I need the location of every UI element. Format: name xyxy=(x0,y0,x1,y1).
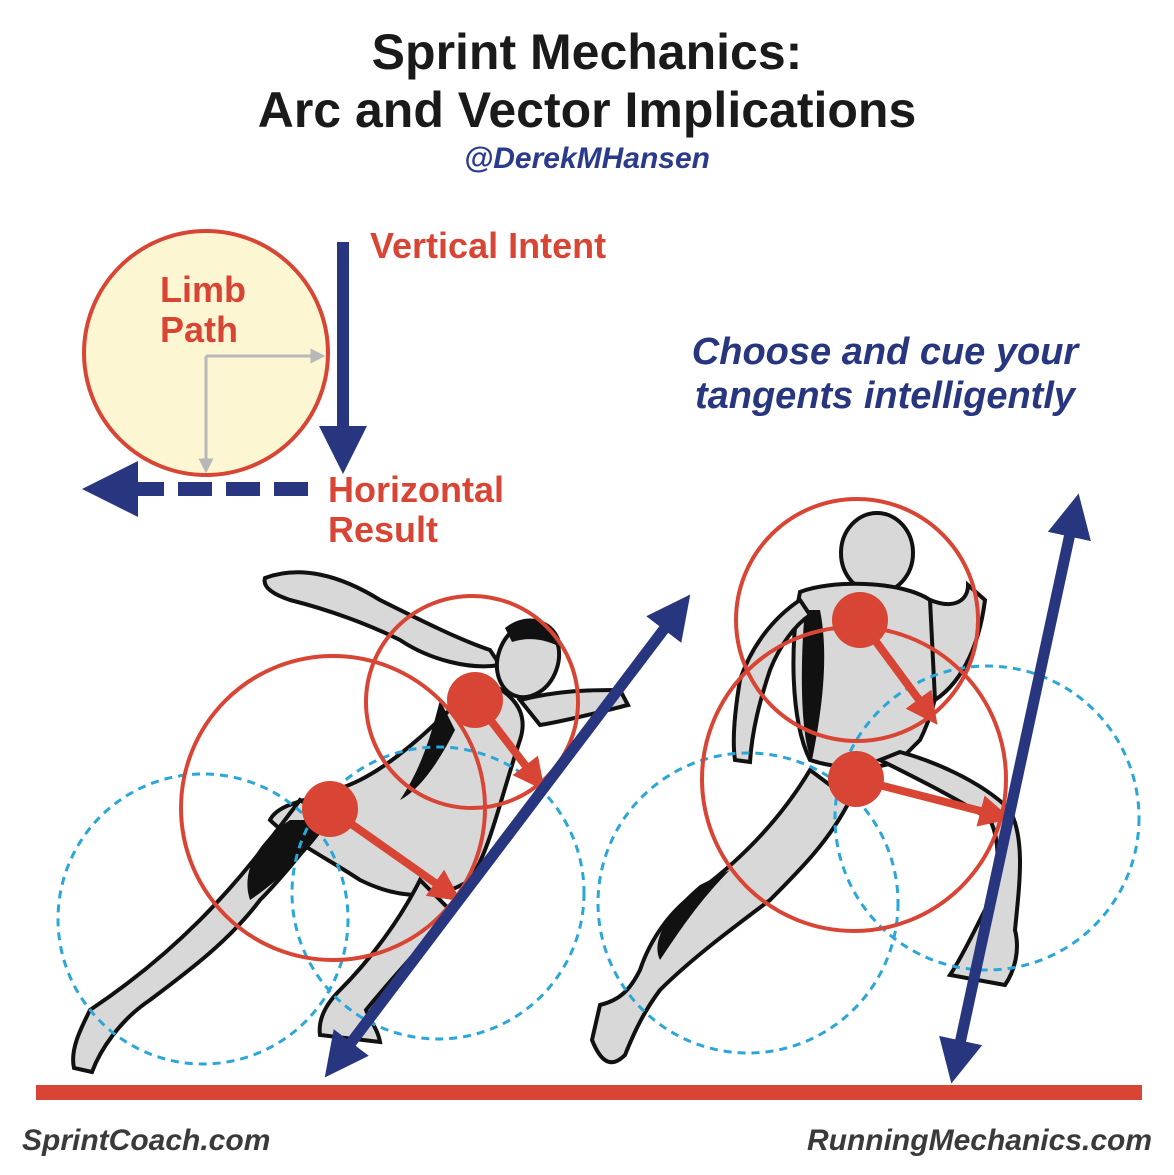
title-line-2: Arc and Vector Implications xyxy=(257,82,917,138)
limb-path-label-line-1: Limb xyxy=(160,269,246,310)
cue-text-line-1: Choose and cue your xyxy=(691,331,1079,373)
cue-text-line-2: tangents intelligently xyxy=(694,375,1076,417)
upright-sprinter-figure xyxy=(589,511,1022,1065)
ground-line xyxy=(36,1085,1142,1100)
author-handle: @DerekMHansen xyxy=(463,142,710,175)
tangent-arrow-left xyxy=(324,594,691,1078)
footer-right-site: RunningMechanics.com xyxy=(806,1124,1152,1157)
tangent-arrow-right xyxy=(939,493,1091,1084)
radius-arrow-right-shoulder xyxy=(856,617,938,725)
limb-path-label-line-2: Path xyxy=(160,309,239,350)
footer-left-site: SprintCoach.com xyxy=(22,1124,271,1157)
vertical-intent-label: Vertical Intent xyxy=(370,225,607,266)
limb-path-label: Limb Path xyxy=(160,270,246,350)
horizontal-result-label-line-2: Result xyxy=(328,509,439,550)
horizontal-result-label-line-1: Horizontal xyxy=(328,469,504,510)
dashed-circle-right-back xyxy=(596,751,900,1055)
horizontal-result-label: Horizontal Result xyxy=(328,470,504,550)
limb-path-circle xyxy=(82,229,330,477)
cue-text: Choose and cue your tangents intelligent… xyxy=(600,330,1170,418)
limb-path-axes xyxy=(198,348,326,474)
title-line-1: Sprint Mechanics: xyxy=(371,24,803,80)
